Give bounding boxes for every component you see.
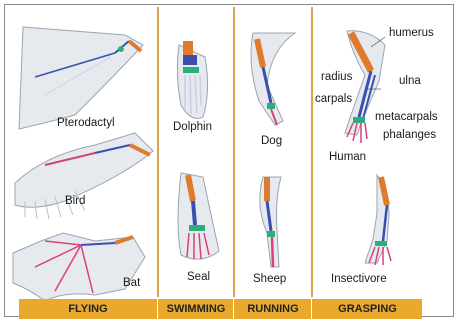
divider-flying-swimming: [157, 7, 159, 297]
bat-wing: [13, 233, 145, 301]
sheep-leg: [260, 177, 281, 267]
category-grasping: GRASPING: [311, 299, 423, 319]
category-flying: FLYING: [19, 299, 157, 319]
label-carpals: carpals: [315, 93, 352, 105]
category-running: RUNNING: [233, 299, 312, 319]
label-dog: Dog: [261, 135, 282, 147]
label-sheep: Sheep: [253, 273, 286, 285]
limb-illustrations: [5, 5, 455, 318]
seal-flipper: [178, 173, 219, 259]
divider-swimming-running: [233, 7, 235, 297]
label-dolphin: Dolphin: [173, 121, 212, 133]
insectivore-arm: [365, 175, 391, 265]
pterodactyl-wing: [19, 27, 143, 129]
label-human: Human: [329, 151, 366, 163]
label-bat: Bat: [123, 277, 140, 289]
dog-leg: [251, 33, 295, 125]
label-pterodactyl: Pterodactyl: [57, 117, 115, 129]
category-footer: FLYING SWIMMING RUNNING GRASPING: [19, 299, 422, 319]
diagram-frame: Pterodactyl Bird Bat Dolphin Seal Dog Sh…: [4, 4, 454, 317]
label-humerus: humerus: [389, 27, 434, 39]
label-metacarpals: metacarpals: [375, 111, 438, 123]
dolphin-flipper: [177, 41, 207, 119]
category-swimming: SWIMMING: [157, 299, 234, 319]
label-insectivore: Insectivore: [331, 273, 387, 285]
label-seal: Seal: [187, 271, 210, 283]
label-bird: Bird: [65, 195, 85, 207]
label-phalanges: phalanges: [383, 129, 436, 141]
label-radius: radius: [321, 71, 352, 83]
label-ulna: ulna: [399, 75, 421, 87]
divider-running-grasping: [311, 7, 313, 297]
human-arm: [345, 31, 385, 143]
